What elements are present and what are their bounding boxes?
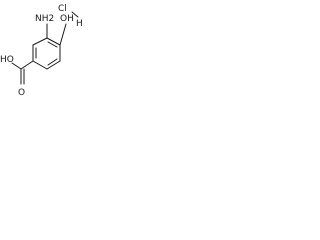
ring-bond-1 [46, 37, 61, 46]
ring-carboxyl-bond [20, 60, 34, 70]
ring-double-bond-1 [47, 41, 58, 48]
c-o-bond [59, 23, 67, 46]
benzene-ring [32, 37, 61, 70]
ring-bond-6 [32, 37, 48, 46]
hydroxyl-label: OH [60, 14, 74, 24]
carboxyl-hydroxyl-label: HO [0, 55, 14, 65]
ring-bond-3 [46, 60, 61, 70]
ring-bond-4 [32, 60, 48, 70]
amine-label: NH2 [35, 14, 54, 24]
carboxyl-c-oh-bond [11, 62, 22, 70]
chlorine-label: Cl [58, 4, 67, 14]
ring-double-bond-2 [47, 58, 58, 66]
carboxyl-oxygen-label: O [18, 88, 25, 98]
salt-hydrogen-label: H [76, 19, 83, 29]
chemical-structure: Cl H NH2 OH HO O [0, 4, 83, 98]
h-cl-bond [71, 11, 79, 18]
